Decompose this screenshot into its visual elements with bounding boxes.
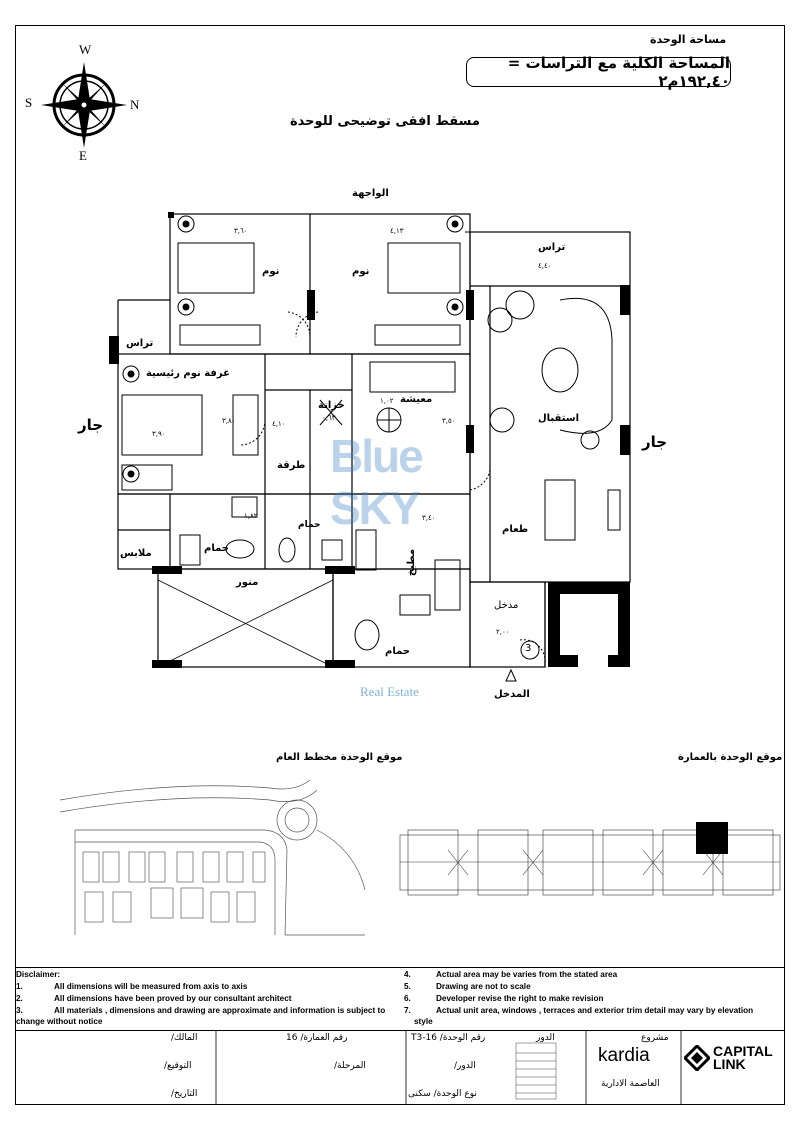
disclaimer-num: 4. [404, 970, 411, 979]
room-entry-hall: مدخل [494, 600, 519, 611]
dim-label: ١,٨٢ [244, 512, 258, 520]
tb-owner: المالك/ [171, 1033, 198, 1043]
tb-floor-top: الدور [536, 1033, 555, 1043]
dim-label: ٤,١٠ [272, 420, 286, 428]
disclaimer: Disclaimer: 1. All dimensions will be me… [16, 967, 784, 1030]
disclaimer-title: Disclaimer: [16, 970, 61, 979]
compass-rose-icon [41, 62, 127, 148]
disclaimer-num: 6. [404, 994, 411, 1003]
disclaimer-text: style [414, 1017, 433, 1026]
room-closet: خزانة [318, 400, 345, 411]
disclaimer-num: 7. [404, 1006, 411, 1015]
facade-label: الواجهة [352, 188, 389, 199]
disclaimer-text: All dimensions will be measured from axi… [54, 982, 248, 991]
total-area-box: المساحة الكلية مع التراسات = ١٩٢,٤٠م٢ [466, 54, 731, 90]
tb-project: مشروع [641, 1033, 669, 1043]
logo-line2: LINK [713, 1056, 746, 1072]
disclaimer-text: Drawing are not to scale [436, 982, 531, 991]
dim-label: ٣,٩٠ [152, 430, 166, 438]
logo-line1: CAPITAL [713, 1043, 773, 1059]
master-plan-map [59, 779, 366, 936]
title-block: المالك/ التوقيع/ التاريخ/ رقم العمارة/ 1… [16, 1030, 784, 1105]
dim-label: ٣,٤٠ [422, 514, 436, 522]
room-bath2: حمام [204, 543, 229, 554]
unit-number-badge: 3 [525, 643, 532, 654]
compass-west: W [79, 42, 92, 57]
compass-south: S [25, 95, 33, 110]
disclaimer-text: All dimensions have been proved by our c… [54, 994, 292, 1003]
dim-label: ٠,٦٣ [322, 414, 336, 422]
room-living: معيشة [400, 394, 433, 405]
room-lightwell: منور [236, 577, 259, 588]
room-bed2: نوم [352, 266, 370, 277]
room-bed1: نوم [262, 266, 280, 277]
dim-label: ١,٠٢ [380, 397, 394, 405]
tb-unit-no: رقم الوحدة/ 16-T3 [411, 1033, 486, 1043]
room-terrace-right: تراس [538, 242, 566, 253]
disclaimer-num: 3. [16, 1006, 23, 1015]
compass-north: N [130, 97, 140, 112]
dim-label: ٣,٨٠ [222, 417, 236, 425]
room-terrace-left: تراس [126, 338, 154, 349]
room-corridor: طرقة [277, 460, 306, 471]
neighbor-right: جار [642, 433, 668, 451]
room-entrance: المدخل [494, 689, 530, 700]
sheet-frame [15, 25, 785, 1105]
dim-label: ٣,٦٠ [234, 227, 248, 235]
tb-project-name: kardia [598, 1045, 650, 1066]
building-location-map [399, 822, 781, 896]
tb-city: العاصمة الادارية [601, 1079, 660, 1089]
watermark-sub: Real Estate [360, 684, 419, 699]
disclaimer-text: All materials , dimensions and drawing a… [54, 1006, 386, 1015]
tb-building-no: رقم العمارة/ 16 [286, 1033, 348, 1043]
disclaimer-num: 5. [404, 982, 411, 991]
tb-signature: التوقيع/ [164, 1061, 192, 1071]
room-dining: طعام [502, 524, 529, 535]
plan-title: مسقط افقى توضيحى للوحدة [290, 114, 480, 129]
disclaimer-text: change without notice [16, 1017, 103, 1026]
neighbor-left: جار [78, 416, 104, 434]
room-reception: استقبال [538, 413, 580, 424]
unit-area-title: مساحة الوحدة [650, 33, 727, 46]
tb-date: التاريخ/ [171, 1089, 198, 1099]
tb-floor: الدور/ [454, 1061, 476, 1071]
disclaimer-text: Actual unit area, windows , terraces and… [436, 1006, 754, 1015]
building-location-title: موقع الوحدة بالعمارة [678, 752, 783, 763]
disclaimer-num: 2. [16, 994, 23, 1003]
capital-link-mark-icon [684, 1045, 710, 1071]
disclaimer-num: 1. [16, 982, 23, 991]
dim-label: ٤,٤٠ [538, 262, 552, 270]
room-bath1: حمام [298, 520, 321, 530]
room-master: غرفة نوم رئيسية [146, 368, 230, 379]
dim-label: ٤,١٣ [390, 227, 404, 235]
dim-label: ٢,٠٠ [496, 628, 510, 636]
compass-east: E [79, 148, 87, 163]
total-area-text: المساحة الكلية مع التراسات = ١٩٢,٤٠م٢ [507, 54, 730, 90]
room-bath3: حمام [385, 646, 410, 657]
room-dressing: ملابس [120, 548, 152, 559]
room-kitchen: مطبخ [406, 548, 418, 577]
disclaimer-text: Actual area may be varies from the state… [436, 970, 618, 979]
tb-phase: المرحلة/ [334, 1061, 366, 1071]
disclaimer-text: Developer revise the right to make revis… [436, 994, 604, 1003]
watermark-logo: Blue SKY [330, 430, 470, 660]
watermark-brand: Blue SKY [330, 430, 424, 534]
floor-plan [109, 212, 631, 682]
dim-label: ٣,٥٠ [442, 417, 456, 425]
capital-link-logo: CAPITAL LINK [684, 1043, 773, 1072]
master-plan-title: موقع الوحدة مخطط العام [276, 752, 403, 763]
highlighted-unit [696, 822, 728, 854]
tb-unit-type: نوع الوحدة/ سكنى [408, 1089, 477, 1099]
